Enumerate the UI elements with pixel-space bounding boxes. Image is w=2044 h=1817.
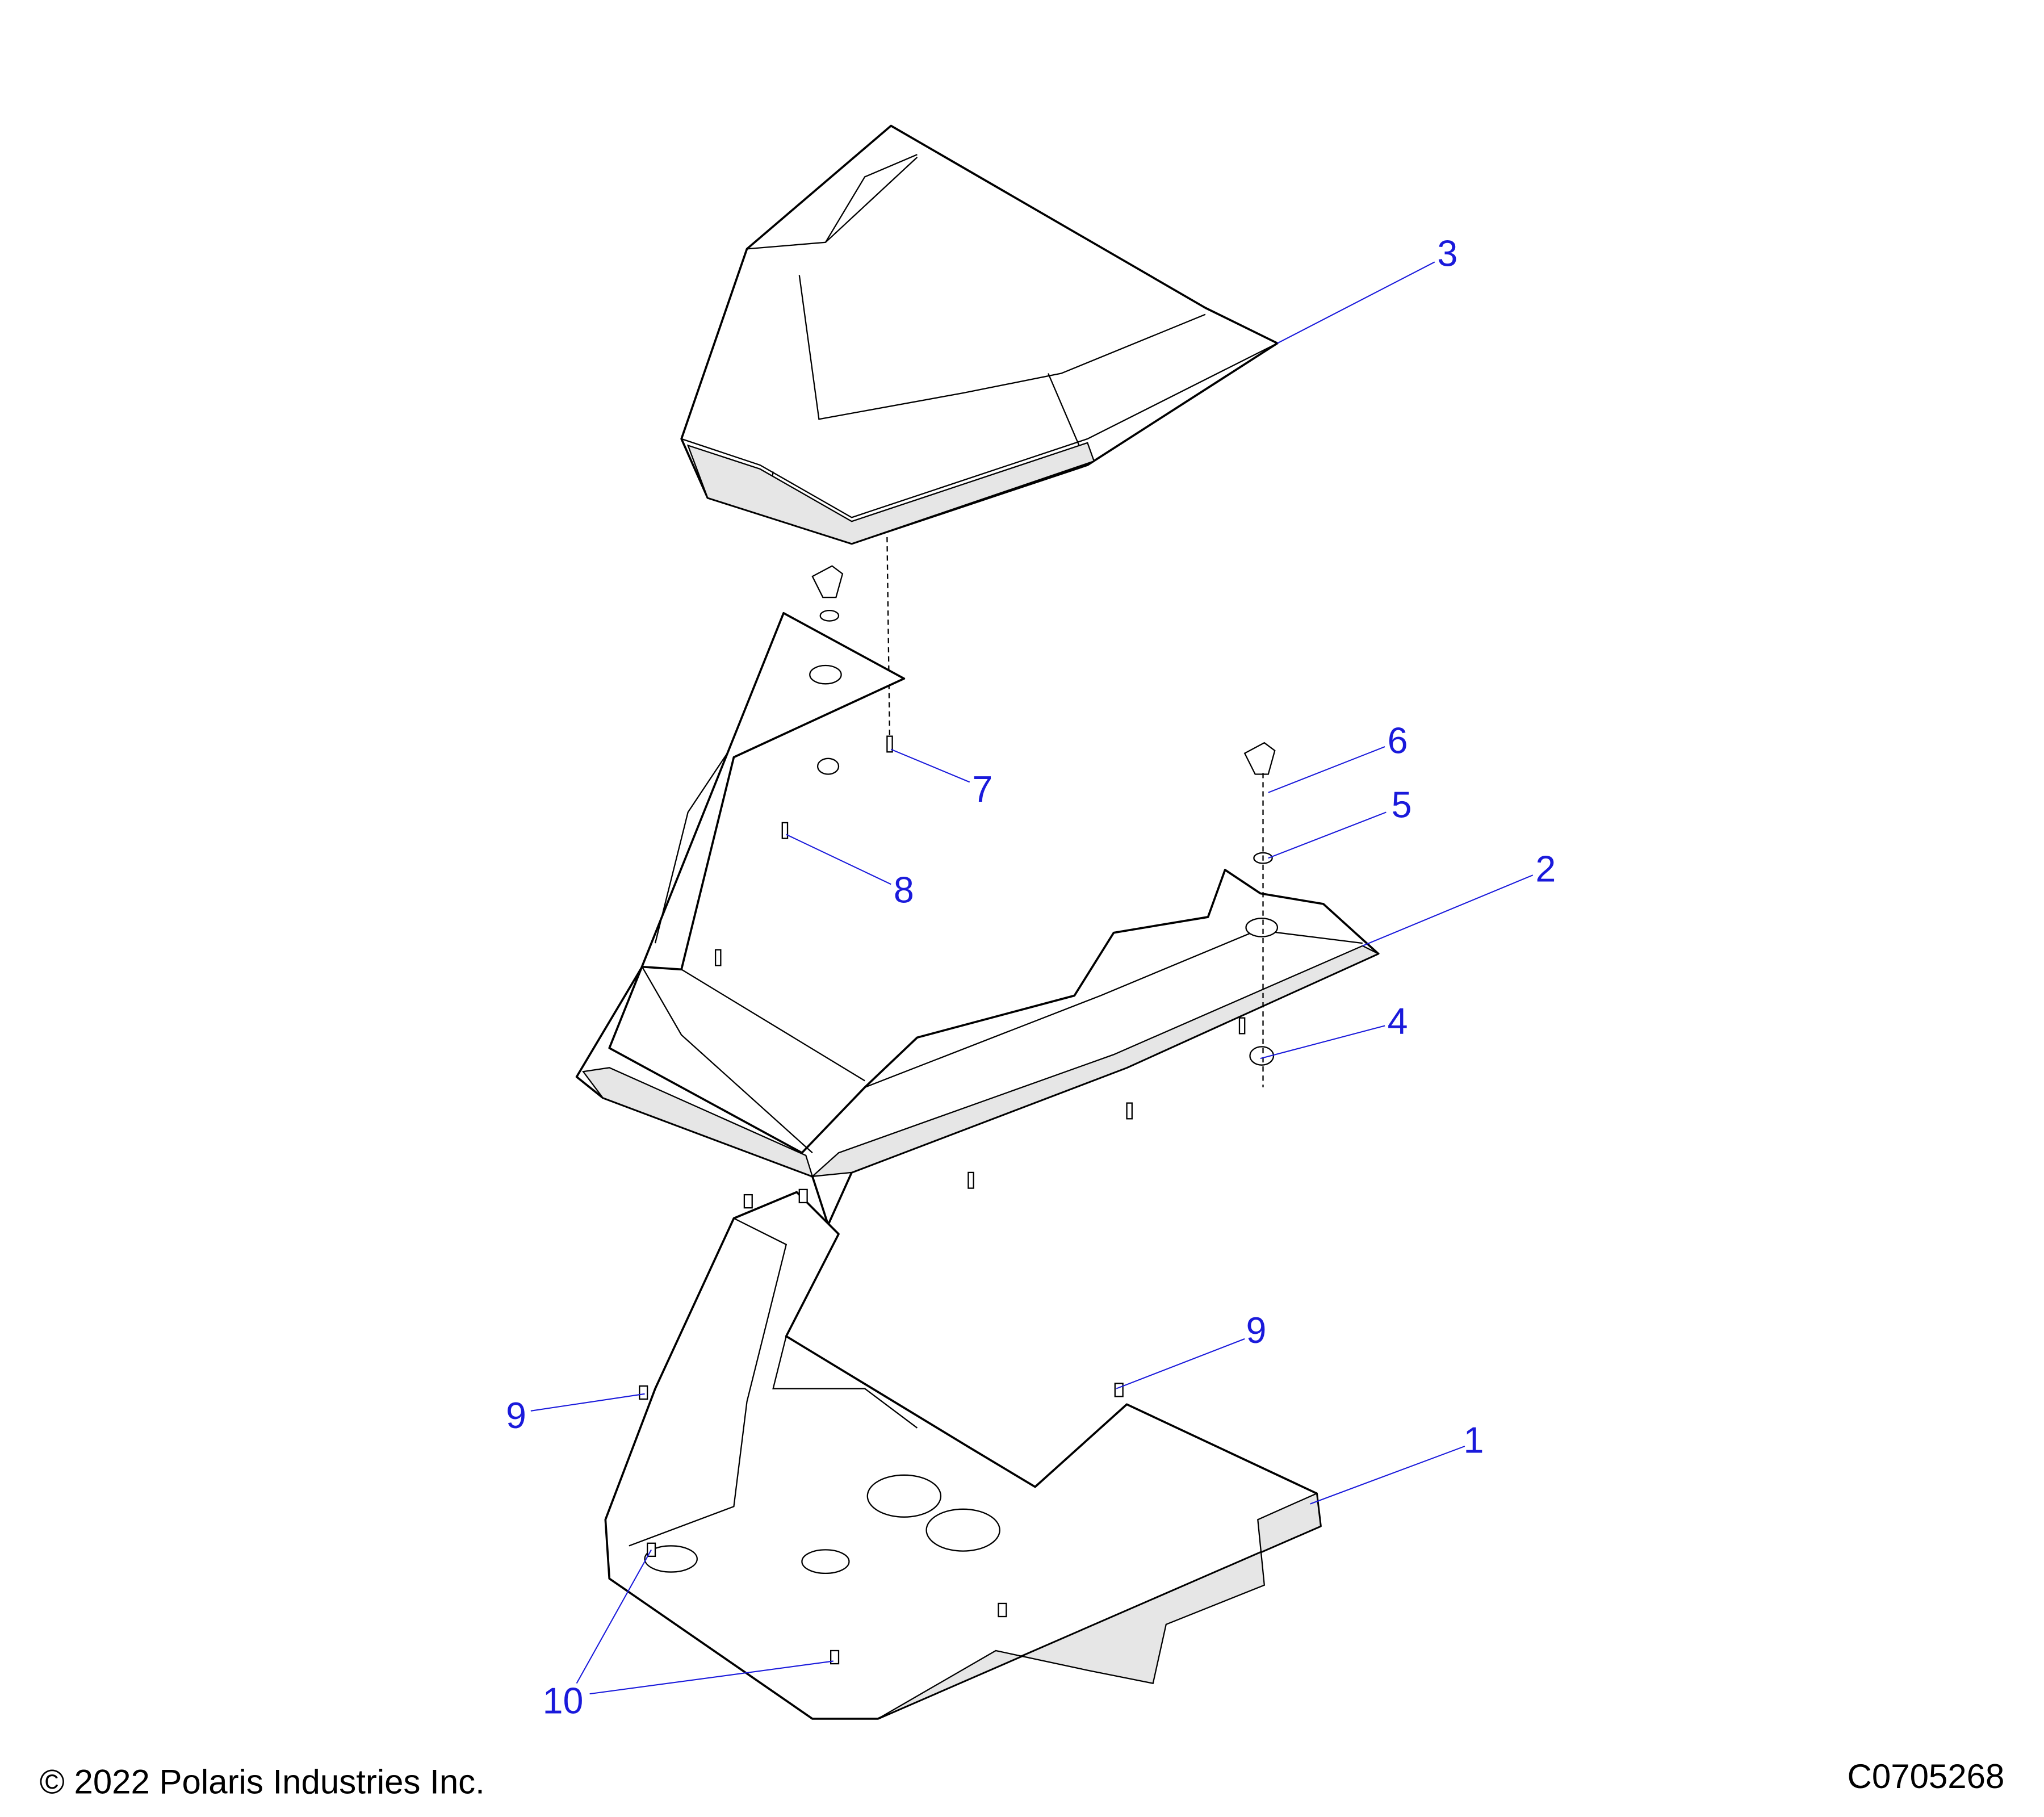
- dash-panel-part-2: [575, 612, 1380, 1226]
- callout-4: 4: [1388, 1000, 1408, 1041]
- callout-8: 8: [894, 870, 914, 911]
- callout-10: 10: [543, 1681, 584, 1722]
- skid-plate-part-1: [604, 1188, 1322, 1720]
- latch-icon: [811, 565, 844, 598]
- hardware: [714, 565, 1276, 1189]
- copyright-text: © 2022 Polaris Industries Inc.: [40, 1762, 485, 1801]
- callout-7: 7: [972, 769, 992, 810]
- callout-3: 3: [1437, 233, 1457, 274]
- callout-5: 5: [1392, 785, 1412, 826]
- callout-1: 1: [1464, 1420, 1484, 1461]
- callout-9-left: 9: [506, 1395, 526, 1436]
- callout-9-right: 9: [1246, 1310, 1267, 1351]
- hood-part-3: [680, 124, 1279, 545]
- leader-lines: [530, 261, 1534, 1695]
- callout-6: 6: [1388, 721, 1408, 761]
- callout-2: 2: [1535, 849, 1556, 890]
- drawing-number: C0705268: [1848, 1757, 2005, 1795]
- latch-icon: [1243, 742, 1276, 775]
